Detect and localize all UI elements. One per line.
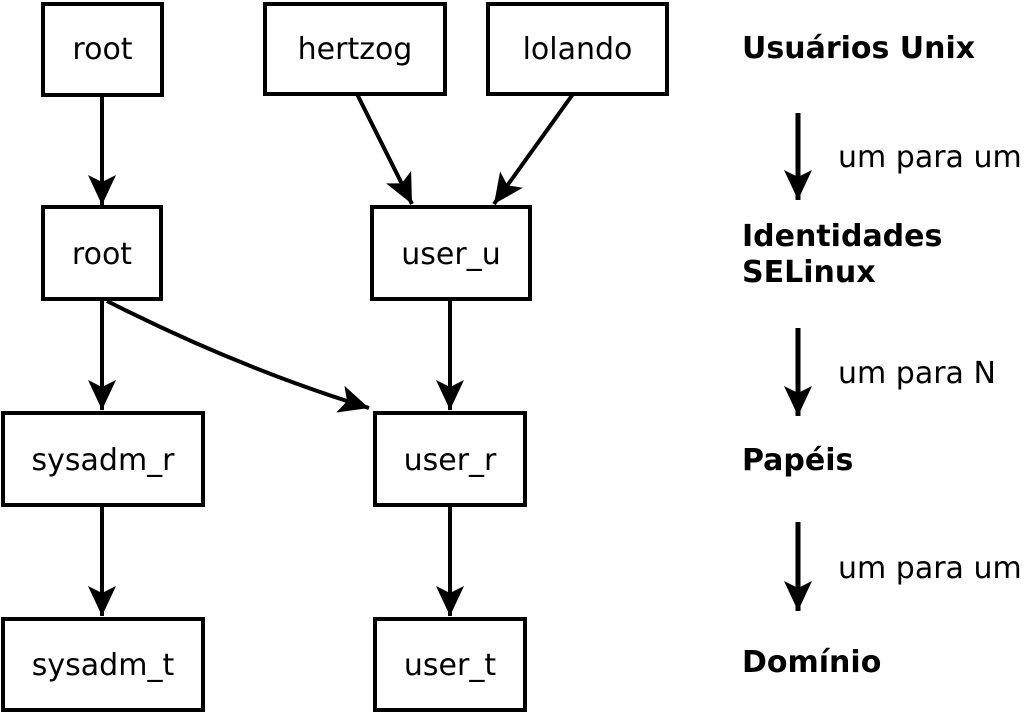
legend-label-one-to-one-first: um para um — [838, 140, 1022, 175]
legend-title-identities-line1: Identidades — [742, 219, 942, 254]
node-domain-user-t-label: user_t — [404, 648, 496, 683]
edge-lolando-to-user-u — [492, 92, 575, 206]
node-selinux-user-u-label: user_u — [401, 237, 500, 272]
node-domain-user-t-box — [373, 617, 527, 712]
node-selinux-root-box — [41, 205, 163, 301]
node-domain-sysadm-t: sysadm_t — [1, 617, 205, 712]
node-unix-lolando-box — [486, 2, 669, 96]
legend-column: Usuários Unix um para um Identidades SEL… — [742, 31, 1022, 680]
legend-label-one-to-n: um para N — [838, 356, 996, 391]
node-selinux-root-label: root — [72, 237, 132, 272]
node-unix-root-label: root — [72, 32, 132, 67]
legend-title-unix-users: Usuários Unix — [742, 31, 975, 66]
edge-selinux-root-to-user-r — [106, 299, 370, 413]
diagram-edges — [88, 92, 575, 616]
legend-label-one-to-one-second: um para um — [838, 551, 1022, 586]
node-unix-hertzog: hertzog — [263, 2, 447, 96]
node-unix-root: root — [41, 2, 164, 97]
node-role-user-r-box — [373, 411, 527, 507]
node-role-sysadm-r: sysadm_r — [1, 411, 205, 507]
node-unix-hertzog-label: hertzog — [298, 32, 413, 67]
node-role-user-r: user_r — [373, 411, 527, 507]
node-unix-hertzog-box — [263, 2, 447, 96]
legend-title-identities-line2: SELinux — [742, 255, 876, 290]
node-selinux-user-u: user_u — [370, 205, 532, 301]
node-unix-root-box — [41, 2, 164, 97]
legend-title-roles: Papéis — [742, 443, 853, 478]
node-unix-lolando-label: lolando — [523, 32, 633, 67]
node-domain-user-t: user_t — [373, 617, 527, 712]
edge-hertzog-to-user-u — [355, 93, 414, 205]
node-selinux-user-u-box — [370, 205, 532, 301]
node-domain-sysadm-t-box — [1, 617, 205, 712]
node-selinux-root: root — [41, 205, 163, 301]
node-role-sysadm-r-box — [1, 411, 205, 507]
node-role-user-r-label: user_r — [404, 443, 497, 478]
node-unix-lolando: lolando — [486, 2, 669, 96]
node-domain-sysadm-t-label: sysadm_t — [32, 648, 175, 683]
node-role-sysadm-r-label: sysadm_r — [32, 443, 176, 478]
legend-title-domain: Domínio — [742, 645, 881, 680]
